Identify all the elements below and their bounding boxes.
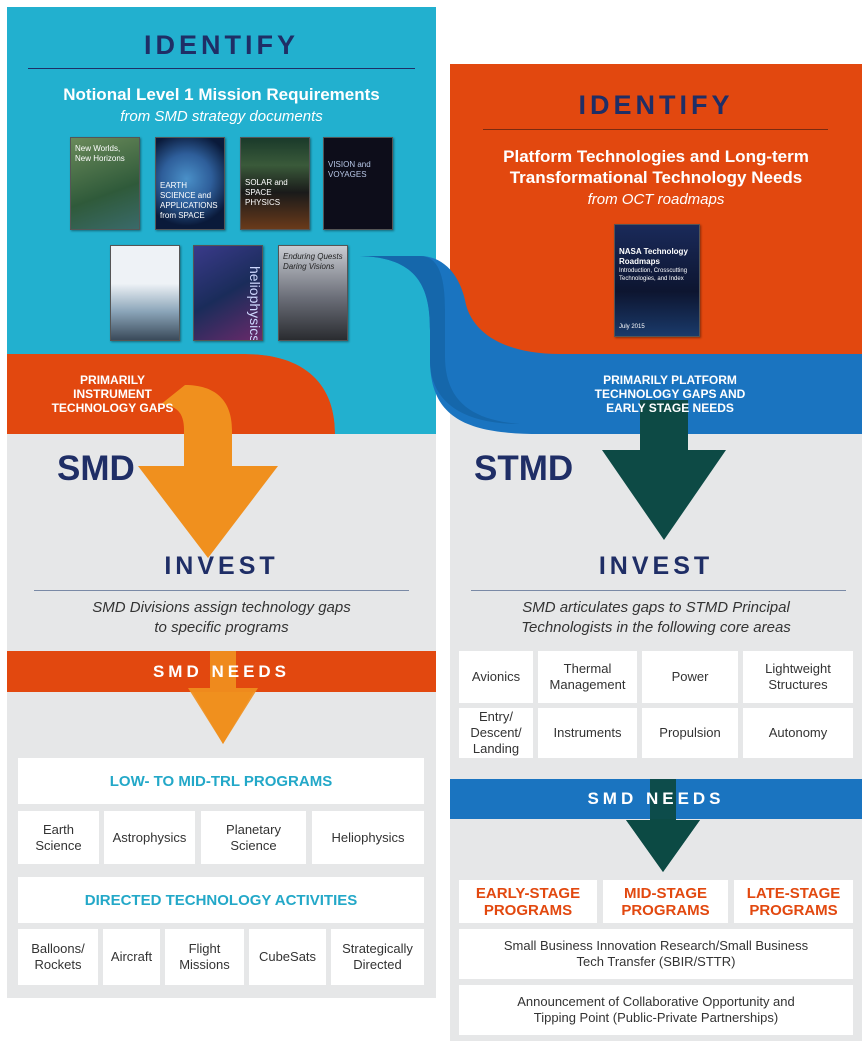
right-band-line3: EARLY STAGE NEEDS bbox=[606, 401, 734, 415]
cover-roadmap-title: NASA Technology Roadmaps bbox=[619, 247, 688, 266]
core-avionics: Avionics bbox=[459, 651, 533, 703]
left-note-line2: to specific programs bbox=[154, 619, 289, 636]
cover-title: heliophysics bbox=[247, 266, 263, 341]
stage-late: LATE-STAGE PROGRAMS bbox=[734, 880, 853, 923]
smd-org-label: SMD bbox=[57, 449, 135, 488]
right-invest-note: SMD articulates gaps to STMD Principal T… bbox=[450, 598, 862, 638]
cover-enduring-quests: Enduring Quests Daring Visions bbox=[278, 245, 348, 341]
right-note-line1: SMD articulates gaps to STMD Principal bbox=[522, 599, 790, 616]
directed-tech-header: DIRECTED TECHNOLOGY ACTIVITIES bbox=[18, 877, 424, 923]
left-invest-rule bbox=[34, 590, 409, 591]
core-autonomy: Autonomy bbox=[743, 708, 853, 758]
low-mid-trl-header: LOW- TO MID-TRL PROGRAMS bbox=[18, 758, 424, 804]
core-entry-descent-landing: Entry/ Descent/ Landing bbox=[459, 708, 533, 758]
right-subtitle-italic: from OCT roadmaps bbox=[587, 191, 725, 208]
left-subtitle-italic: from SMD strategy documents bbox=[120, 108, 323, 125]
directed-flight-missions: Flight Missions bbox=[165, 929, 244, 985]
cover-title: New Worlds, New Horizons bbox=[75, 144, 125, 163]
program-heliophysics: Heliophysics bbox=[312, 811, 424, 864]
cover-nasa-roadmaps: NASA Technology Roadmaps Introduction, C… bbox=[614, 224, 700, 337]
right-invest-title: INVEST bbox=[598, 552, 714, 580]
right-band-label: PRIMARILY PLATFORM TECHNOLOGY GAPS AND E… bbox=[545, 373, 795, 415]
cover-roadmap-subtitle: Introduction, Crosscutting Technologies,… bbox=[619, 268, 688, 282]
right-band-line2: TECHNOLOGY GAPS AND bbox=[594, 387, 746, 401]
cover-earth-science: EARTH SCIENCE and APPLICATIONS from SPAC… bbox=[155, 137, 225, 230]
program-planetary-science: Planetary Science bbox=[201, 811, 306, 864]
left-identify-title: IDENTIFY bbox=[143, 30, 299, 60]
cover-roadmap-date: July 2015 bbox=[619, 324, 645, 330]
program-earth-science: Earth Science bbox=[18, 811, 99, 864]
right-identify-rule bbox=[483, 129, 828, 130]
left-band-line3: TECHNOLOGY GAPS bbox=[51, 401, 174, 415]
cover-title: EARTH SCIENCE and APPLICATIONS from SPAC… bbox=[160, 181, 218, 220]
right-smd-needs-title: SMD NEEDS bbox=[587, 789, 725, 808]
left-identify-subtitle: Notional Level 1 Mission Requirements fr… bbox=[7, 84, 436, 127]
cover-title: SOLAR and SPACE PHYSICS bbox=[245, 178, 288, 207]
left-invest-note: SMD Divisions assign technology gaps to … bbox=[7, 598, 436, 638]
directed-aircraft: Aircraft bbox=[103, 929, 160, 985]
cover-solar-space: SOLAR and SPACE PHYSICS bbox=[240, 137, 310, 230]
core-lightweight-structures: Lightweight Structures bbox=[743, 651, 853, 703]
cover-vision-voyages: VISION and VOYAGES bbox=[323, 137, 393, 230]
cover-heliophysics: heliophysics bbox=[193, 245, 263, 341]
sbir-sttr-box: Small Business Innovation Research/Small… bbox=[459, 929, 853, 979]
cover-title: Enduring Quests Daring Visions bbox=[283, 252, 343, 271]
directed-balloons-rockets: Balloons/ Rockets bbox=[18, 929, 98, 985]
right-subtitle-line2: Transformational Technology Needs bbox=[509, 168, 803, 187]
right-identify-subtitle: Platform Technologies and Long-term Tran… bbox=[450, 146, 862, 210]
right-band-line1: PRIMARILY PLATFORM bbox=[603, 373, 737, 387]
left-subtitle-main: Notional Level 1 Mission Requirements bbox=[63, 85, 380, 104]
core-instruments: Instruments bbox=[538, 708, 637, 758]
left-band-line2: INSTRUMENT bbox=[73, 387, 152, 401]
stage-early: EARLY-STAGE PROGRAMS bbox=[459, 880, 597, 923]
right-identify-title: IDENTIFY bbox=[578, 90, 734, 120]
directed-cubesats: CubeSats bbox=[249, 929, 326, 985]
stage-mid: MID-STAGE PROGRAMS bbox=[603, 880, 728, 923]
aco-tipping-point-box: Announcement of Collaborative Opportunit… bbox=[459, 985, 853, 1035]
left-smd-needs-title: SMD NEEDS bbox=[152, 662, 291, 681]
left-note-line1: SMD Divisions assign technology gaps bbox=[92, 599, 351, 616]
cover-title: VISION and VOYAGES bbox=[328, 160, 371, 179]
cover-new-worlds: New Worlds, New Horizons bbox=[70, 137, 140, 230]
core-propulsion: Propulsion bbox=[642, 708, 738, 758]
cover-white-report bbox=[110, 245, 180, 341]
program-astrophysics: Astrophysics bbox=[104, 811, 195, 864]
directed-strategically-directed: Strategically Directed bbox=[331, 929, 424, 985]
left-identify-rule bbox=[28, 68, 415, 69]
right-subtitle-line1: Platform Technologies and Long-term bbox=[503, 147, 809, 166]
right-invest-rule bbox=[471, 590, 846, 591]
left-band-label: PRIMARILY INSTRUMENT TECHNOLOGY GAPS bbox=[30, 373, 195, 415]
right-note-line2: Technologists in the following core area… bbox=[521, 619, 791, 636]
core-thermal-management: Thermal Management bbox=[538, 651, 637, 703]
left-band-line1: PRIMARILY bbox=[80, 373, 145, 387]
stmd-org-label: STMD bbox=[474, 449, 574, 488]
core-power: Power bbox=[642, 651, 738, 703]
left-invest-title: INVEST bbox=[164, 552, 279, 580]
